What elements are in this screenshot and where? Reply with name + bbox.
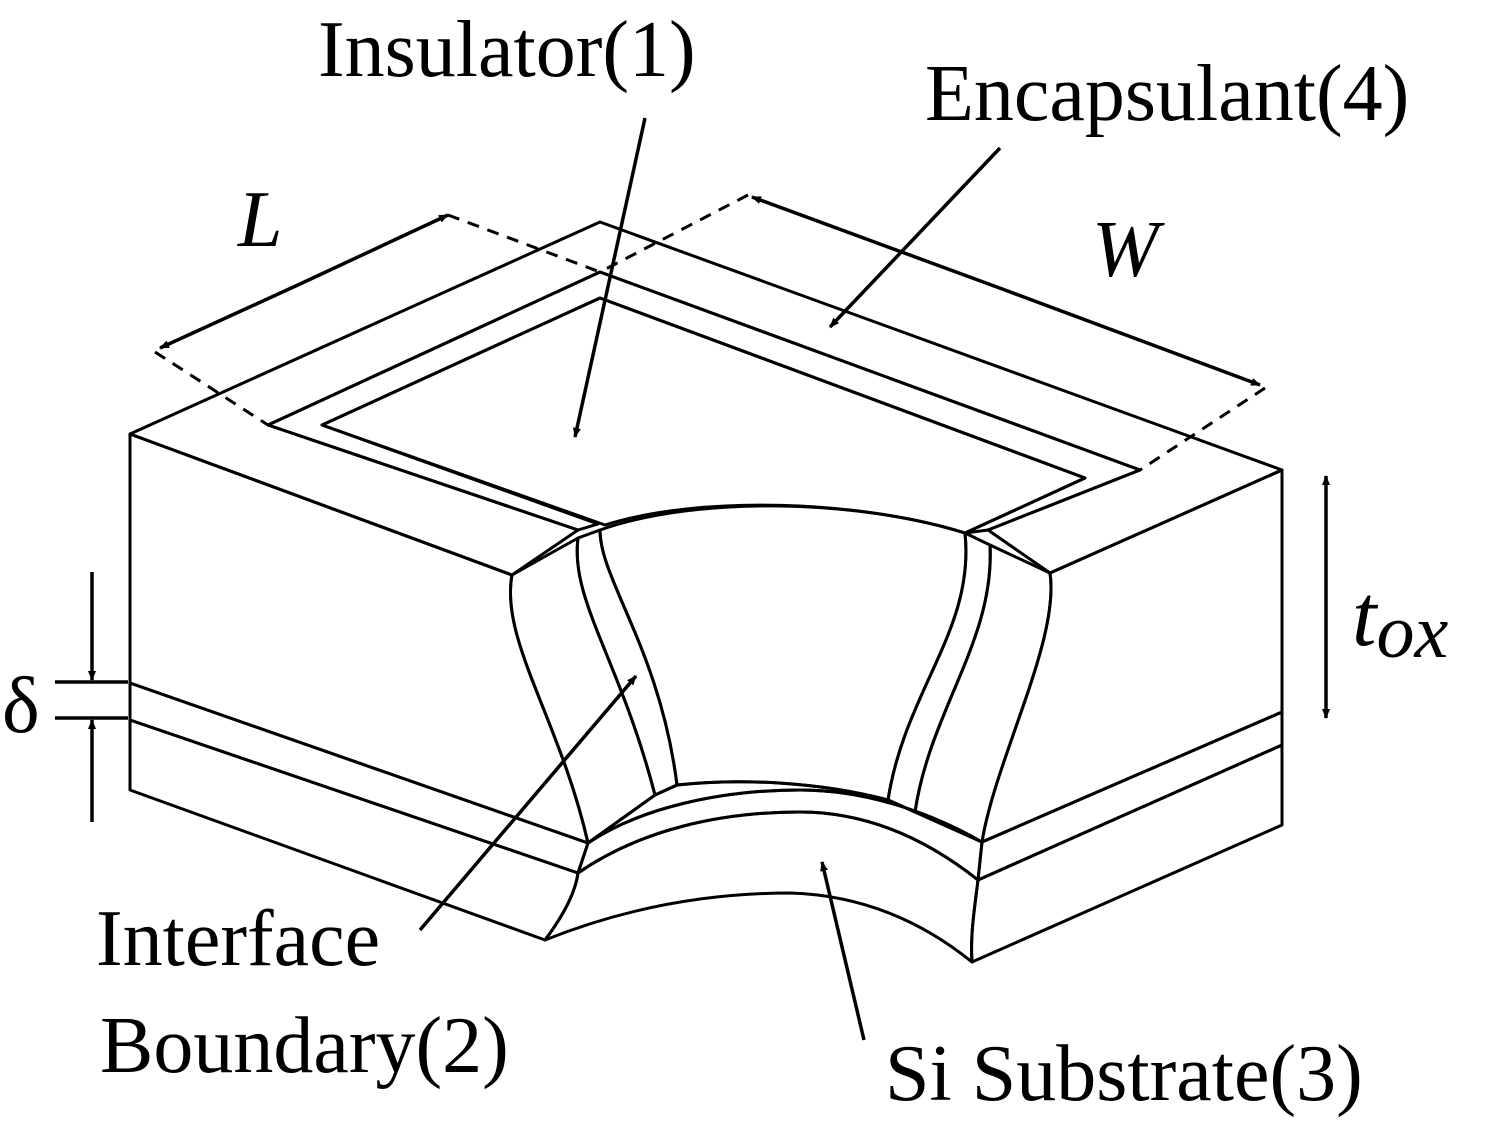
encapsulant-leader <box>828 146 1002 329</box>
interface-left-face <box>128 681 590 875</box>
substrate-leader <box>820 861 866 1041</box>
encapsulant-right-face <box>980 468 1284 844</box>
interface-leader <box>418 674 638 932</box>
substrate-label: Si Substrate(3) <box>885 1030 1363 1118</box>
thickness-label: tox <box>1352 568 1448 674</box>
length-arrow-b <box>159 282 301 350</box>
cutout-interface-left <box>575 528 679 797</box>
dash-length-top <box>447 213 601 274</box>
length-arrow-a <box>299 213 449 286</box>
dash-width-top <box>599 193 749 274</box>
substrate-right-face <box>970 743 1284 964</box>
insulator-top-face <box>320 296 1087 535</box>
insulator-cutout-face <box>598 504 968 802</box>
insulator-label: Insulator(1) <box>318 6 696 94</box>
thickness-label-base: t <box>1352 568 1379 665</box>
insulator-leader <box>573 117 647 438</box>
interface-right-face <box>976 710 1284 882</box>
dash-width-bottom <box>1139 386 1266 472</box>
cutout-encapsulant-right <box>913 543 1053 844</box>
interface-cutout-face <box>576 788 984 882</box>
width-label: W <box>1092 206 1165 294</box>
thickness-label-sub: ox <box>1376 590 1448 674</box>
substrate-cutout-face <box>543 810 980 964</box>
dash-length-bottom <box>154 350 269 427</box>
encapsulant-label: Encapsulant(4) <box>925 50 1409 138</box>
cutout-interface-right <box>886 531 992 814</box>
length-label: L <box>237 176 283 264</box>
interface-label-line1: Interface <box>96 895 380 983</box>
delta-label: δ <box>2 662 40 750</box>
width-arrow-b <box>1004 288 1261 387</box>
width-arrow-a <box>751 195 1006 292</box>
interface-label-line2: Boundary(2) <box>100 1002 509 1090</box>
